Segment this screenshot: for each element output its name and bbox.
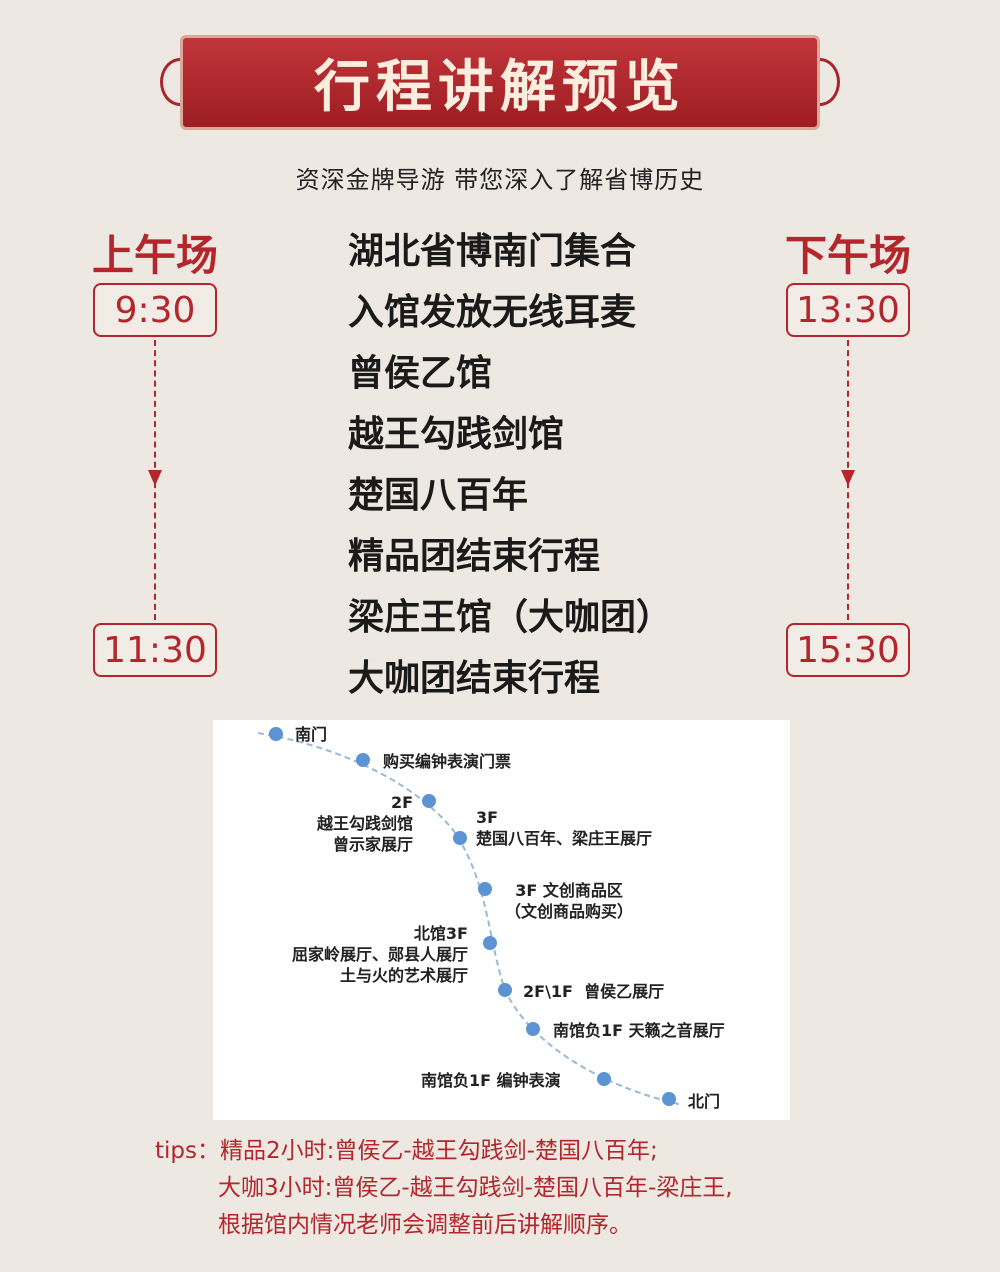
route-stop-dot	[597, 1072, 611, 1086]
itinerary-item: 越王勾践剑馆	[348, 413, 565, 455]
tips-label: tips：	[155, 1138, 220, 1164]
itinerary-item: 大咖团结束行程	[348, 657, 601, 699]
route-path	[257, 727, 684, 1106]
stop-label: 北门	[688, 1092, 721, 1111]
stop-label: 3F 文创商品区 （文创商品购买）	[505, 881, 634, 921]
stop-label: 3F 楚国八百年、梁庄王展厅	[476, 808, 653, 848]
itinerary-item: 梁庄王馆（大咖团）	[348, 596, 673, 638]
arrow-down-icon	[841, 340, 855, 620]
stop-label: 南馆负1F 天籁之音展厅	[553, 1021, 725, 1040]
afternoon-session: 下午场 13:30 15:30	[773, 222, 923, 677]
subtitle: 资深金牌导游 带您深入了解省博历史	[295, 166, 705, 194]
itinerary-item: 湖北省博南门集合	[348, 230, 637, 272]
stop-label: 北馆3F 屈家岭展厅、郧县人展厅 土与火的艺术展厅	[291, 924, 468, 985]
itinerary-item: 曾侯乙馆	[348, 352, 493, 394]
morning-start-time: 9:30	[93, 283, 217, 337]
itinerary-item: 精品团结束行程	[348, 535, 601, 577]
stop-label: 南馆负1F 编钟表演	[421, 1071, 561, 1090]
route-stop-dot	[498, 983, 512, 997]
route-stop-dot	[422, 794, 436, 808]
route-stop-dot	[526, 1022, 540, 1036]
tips: tips：精品2小时:曾侯乙-越王勾践剑-楚国八百年; 大咖3小时:曾侯乙-越王…	[155, 1133, 733, 1244]
afternoon-end-time: 15:30	[786, 623, 910, 677]
page-title: 行程讲解预览	[314, 54, 686, 120]
stop-label: 2F\1F 曾侯乙展厅	[523, 982, 665, 1001]
title-banner: 行程讲解预览	[180, 35, 820, 130]
stop-label: 南门	[295, 725, 328, 744]
route-stop-dot	[478, 882, 492, 896]
route-stop-dot	[662, 1092, 676, 1106]
route-stop-dot	[356, 753, 370, 767]
route-stop-dot	[269, 727, 283, 741]
itinerary-item: 入馆发放无线耳麦	[348, 291, 637, 333]
stop-label: 2F 越王勾践剑馆 曾示家展厅	[316, 793, 413, 854]
tips-line: 大咖3小时:曾侯乙-越王勾践剑-楚国八百年-梁庄王,	[218, 1175, 733, 1201]
tips-line: 根据馆内情况老师会调整前后讲解顺序。	[218, 1212, 632, 1238]
arrow-down-icon	[148, 340, 162, 620]
route-map: 南门 购买编钟表演门票 2F 越王勾践剑馆 曾示家展厅 3F 楚国八百年、梁庄王…	[213, 720, 790, 1120]
route-stop-dot	[483, 936, 497, 950]
stop-label: 购买编钟表演门票	[383, 752, 512, 771]
itinerary-item: 楚国八百年	[348, 474, 529, 516]
morning-end-time: 11:30	[93, 623, 217, 677]
itinerary-list: 湖北省博南门集合 入馆发放无线耳麦 曾侯乙馆 越王勾践剑馆 楚国八百年 精品团结…	[348, 222, 672, 710]
afternoon-start-time: 13:30	[786, 283, 910, 337]
tips-line: 精品2小时:曾侯乙-越王勾践剑-楚国八百年;	[220, 1138, 658, 1164]
route-stop-dot	[453, 831, 467, 845]
morning-label: 上午场	[91, 231, 218, 280]
morning-session: 上午场 9:30 11:30	[80, 222, 230, 677]
afternoon-label: 下午场	[784, 231, 911, 280]
